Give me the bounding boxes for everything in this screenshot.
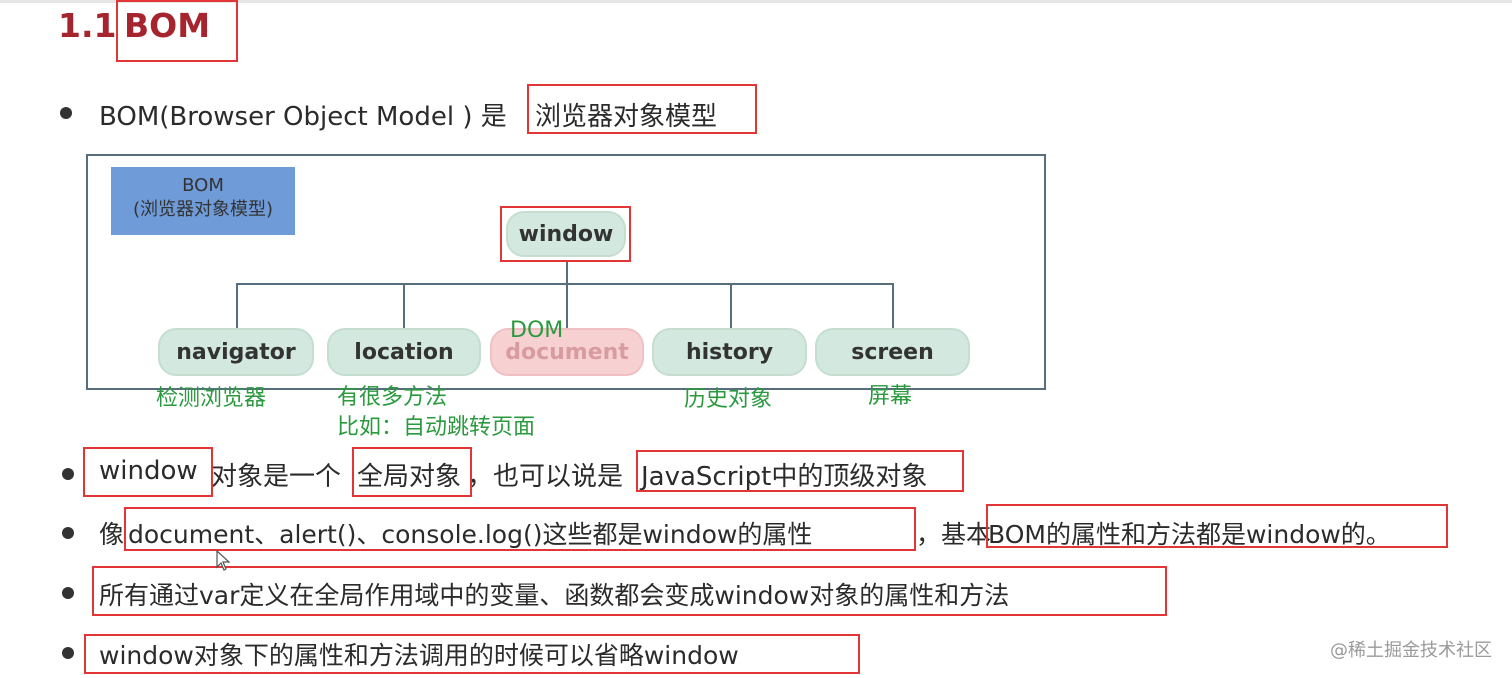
note-history: 历史对象 [684,387,773,412]
note-screen: 屏幕 [868,384,913,409]
bullet1-highlight-text: 浏览器对象模型 [535,102,718,132]
bullet-dot [60,107,72,119]
bullet2-text-2: ，也可以说是 [467,462,624,492]
note-location-2: 比如：自动跳转页面 [337,415,536,440]
bom-label: BOM (浏览器对象模型) [111,167,295,235]
bullet4-box [92,566,1167,616]
node-history: history [652,328,807,376]
connector-horizontal [236,283,893,285]
bullet3-text-1: 像 [99,520,125,549]
mouse-cursor-icon [216,550,231,571]
bullet4-text: 所有通过var定义在全局作用域中的变量、函数都会变成window对象的属性和方法 [99,581,1010,610]
note-location-1: 有很多方法 [337,385,448,410]
bullet-dot [62,468,74,480]
bullet2-toplevel: JavaScript中的顶级对象 [641,462,928,492]
connector-document [566,283,568,328]
bullet3-box-2 [986,504,1448,548]
bullet3-highlight-2: BOM的属性和方法都是window的。 [988,520,1391,549]
bullet-dot [62,587,74,599]
bullet2-toplevel-box [636,450,964,492]
node-navigator-label: navigator [176,339,296,365]
bullet3-box-1 [124,507,916,551]
bom-label-line2: (浏览器对象模型) [132,199,274,220]
bom-diagram [86,154,1046,390]
document-dom-tag: DOM [510,318,564,343]
bullet5-text: window对象下的属性和方法调用的时候可以省略window [99,641,739,670]
node-document-label: document [505,339,629,365]
title-number: 1.1 [58,6,117,45]
connector-screen [892,283,894,328]
window-highlight-box [500,206,631,262]
node-window: window [506,211,626,257]
bullet2-global-box [352,447,472,497]
title-highlight-box [116,0,238,62]
bullet3-text-2: ，基本 [916,520,992,549]
node-window-label: window [518,221,614,247]
bullet1-highlight-box [527,84,757,134]
bullet2-window: window [99,456,198,486]
bullet5-box [84,634,860,674]
watermark: @稀土掘金技术社区 [1330,640,1492,661]
bullet-dot [62,527,74,539]
node-screen: screen [815,328,970,376]
bullet2-text-1: 对象是一个 [211,462,342,492]
node-history-label: history [685,339,774,365]
bullet1-text: BOM(Browser Object Model ) 是 [99,102,507,132]
bullet2-global: 全局对象 [357,462,462,492]
note-navigator: 检测浏览器 [156,386,267,411]
node-document: document [490,328,644,376]
node-location-label: location [354,339,454,365]
node-navigator: navigator [158,328,314,376]
connector-navigator [236,283,238,328]
connector-root [566,260,568,284]
node-location: location [327,328,481,376]
top-divider [0,0,1512,3]
bom-label-line1: BOM [182,175,224,196]
bullet3-highlight-1: document、alert()、console.log()这些都是window… [128,520,813,549]
connector-history [730,283,732,328]
title-word: BOM [124,6,211,45]
node-screen-label: screen [851,339,934,365]
bullet2-window-box [83,447,213,497]
bullet-dot [62,647,74,659]
connector-location [403,283,405,328]
